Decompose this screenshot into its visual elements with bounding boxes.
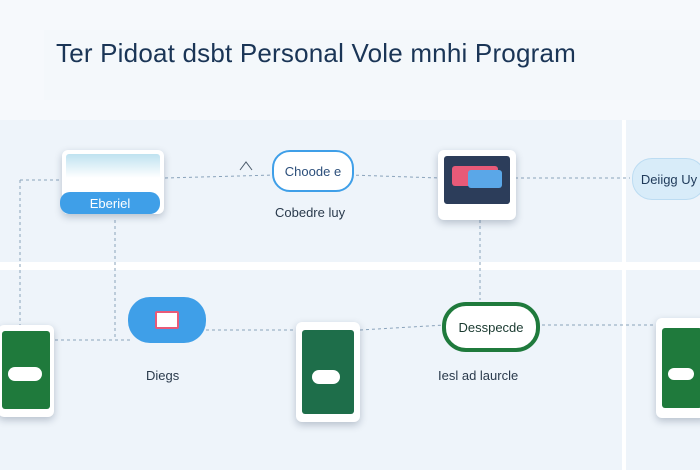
screen-panel-2 — [468, 170, 502, 188]
mid-right-tablet-screen — [662, 328, 700, 408]
mid-left-blue-bubble — [128, 297, 206, 343]
top-mid-monitor-screen — [444, 156, 510, 204]
top-left-bubble-label: Eberiel — [89, 195, 131, 211]
top-bubble-2[interactable]: Choode e — [272, 150, 354, 192]
title-bar: Ter Pidoat dsbt Personal Vole mnhi Progr… — [44, 30, 700, 100]
mid-phone — [296, 322, 360, 422]
screen-shape — [668, 368, 694, 380]
mid-bubble-green[interactable]: Desspecde — [442, 302, 540, 352]
top-bubble-2-label: Choode e — [284, 163, 342, 179]
mid-right-tablet — [656, 318, 700, 418]
mid-right-caption: Iesl ad laurcle — [438, 368, 519, 383]
page-title: Ter Pidoat dsbt Personal Vole mnhi Progr… — [56, 38, 576, 68]
monitor-screen — [66, 154, 160, 194]
background-band-middle — [0, 262, 700, 270]
screen-shape — [312, 370, 340, 384]
mid-phone-screen — [302, 330, 354, 414]
top-left-bubble[interactable]: Eberiel — [60, 192, 160, 214]
top-mid-monitor — [438, 150, 516, 220]
grid-line-horizontal — [0, 262, 700, 266]
top-right-bubble-label: Deiigg Uy — [640, 171, 698, 187]
screen-shape — [8, 367, 42, 381]
mid-left-tablet-screen — [2, 331, 50, 409]
top-right-bubble[interactable]: Deiigg Uy — [632, 158, 700, 200]
mid-left-caption: Diegs — [146, 368, 180, 383]
top-bubble-2-caption: Cobedre luy — [275, 205, 346, 220]
grid-line-vertical — [622, 120, 626, 470]
caret-icon — [239, 161, 253, 171]
mid-left-tablet — [0, 325, 54, 417]
mid-bubble-green-label: Desspecde — [458, 319, 524, 335]
card-icon — [155, 311, 179, 329]
